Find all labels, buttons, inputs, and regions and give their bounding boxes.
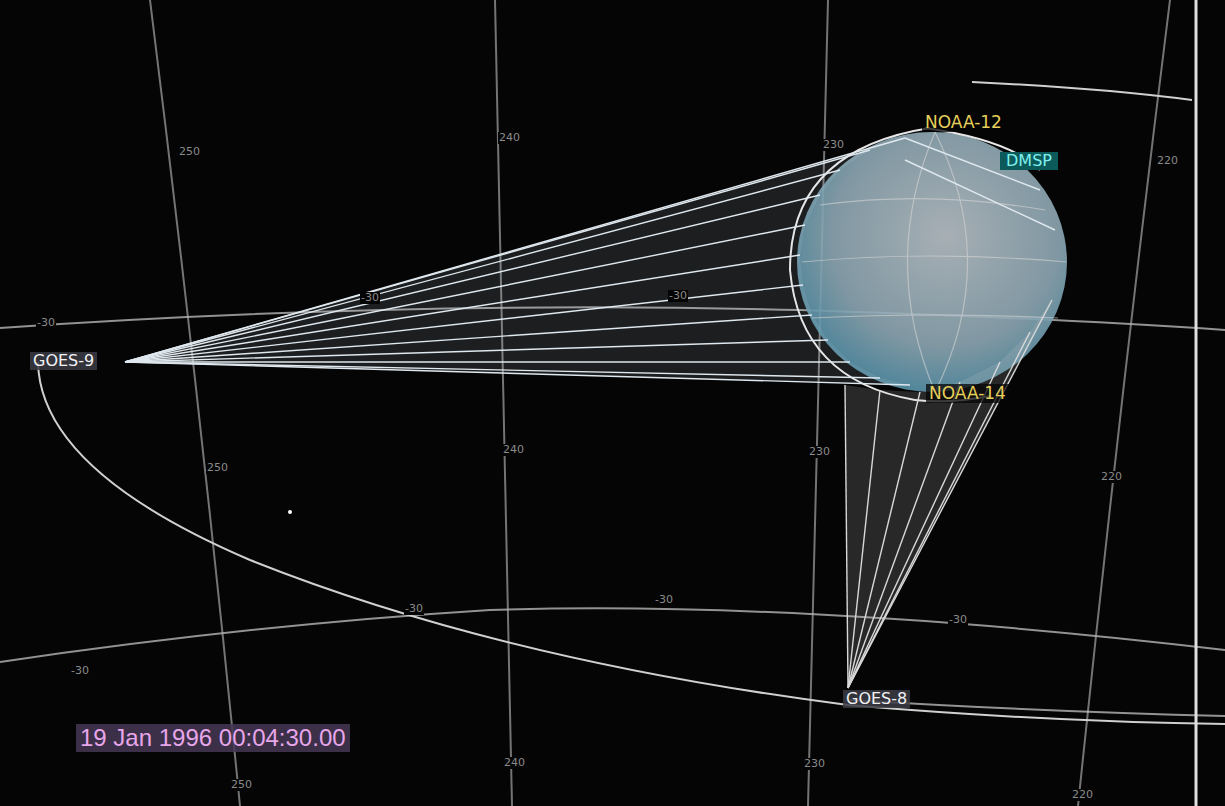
longitude-tick: 220 [1071, 789, 1094, 801]
latitude-tick: -30 [654, 594, 674, 606]
latitude-tick: -30 [404, 603, 424, 615]
longitude-tick: 230 [822, 139, 845, 151]
latitude-tick: -30 [36, 317, 56, 329]
longitude-tick: 240 [503, 757, 526, 769]
latitude-tick: -30 [948, 614, 968, 626]
longitude-tick: 240 [502, 444, 525, 456]
satellite-label: NOAA-12 [922, 113, 1005, 132]
satellite-label: GOES-8 [843, 690, 910, 708]
timestamp: 19 Jan 1996 00:04:30.00 [76, 724, 350, 752]
satellite-label: GOES-9 [30, 352, 97, 370]
longitude-tick: 230 [808, 446, 831, 458]
satellite-label: NOAA-14 [926, 384, 1009, 403]
longitude-tick: 250 [230, 779, 253, 791]
longitude-tick: 250 [206, 462, 229, 474]
latitude-tick: -30 [70, 665, 90, 677]
longitude-tick: 220 [1100, 471, 1123, 483]
longitude-tick: 230 [803, 758, 826, 770]
longitude-tick: 240 [498, 132, 521, 144]
satellite-label: DMSP [1000, 152, 1058, 170]
longitude-tick: 220 [1156, 155, 1179, 167]
longitude-tick: 250 [178, 146, 201, 158]
latitude-tick: -30 [668, 290, 688, 302]
latitude-tick: -30 [360, 292, 380, 304]
